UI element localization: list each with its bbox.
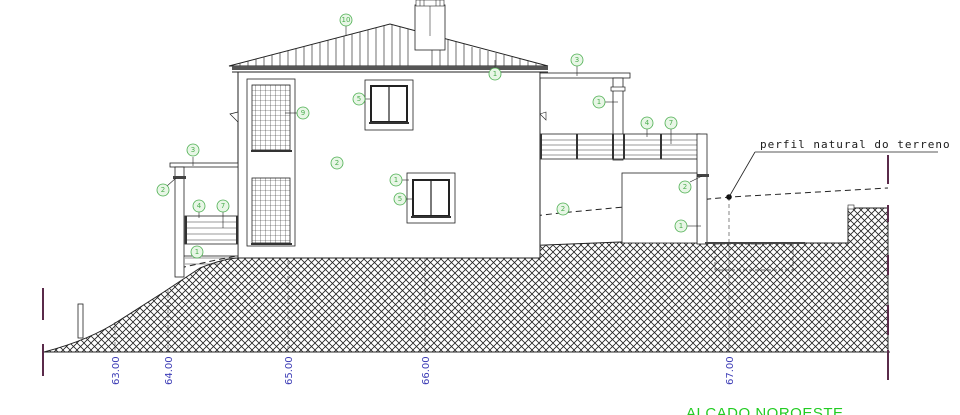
tag-2-gutter-left: 2 (156, 183, 170, 197)
terrain-profile-annotation: perfil natural do terreno (726, 138, 950, 200)
eave-bracket (229, 111, 239, 123)
tag-4-right: 4 (640, 116, 654, 130)
svg-text:9: 9 (301, 109, 305, 117)
tag-10: 10 (339, 13, 353, 27)
level-label-66: 66.00 (421, 356, 432, 385)
svg-text:7: 7 (221, 202, 225, 210)
level-labels: 63.00 64.00 65.00 66.00 67.00 (111, 356, 736, 385)
tag-1-column: 1 (592, 95, 606, 109)
tag-1-lower-window: 1 (389, 173, 403, 187)
level-label-63: 63.00 (111, 356, 122, 385)
fence-post (77, 303, 84, 339)
svg-text:4: 4 (645, 119, 650, 127)
svg-text:2: 2 (561, 205, 565, 213)
tag-9-grille: 9 (296, 106, 310, 120)
tag-1-left-steps: 1 (190, 245, 204, 259)
grilled-window-column (246, 78, 296, 247)
lower-window (406, 172, 456, 224)
tag-5-lower-window: 5 (393, 192, 407, 206)
tag-1-eave: 1 (488, 67, 502, 81)
roof (228, 23, 549, 73)
tag-5-upper-window: 5 (352, 92, 366, 106)
svg-text:2: 2 (161, 186, 165, 194)
svg-text:5: 5 (357, 95, 361, 103)
level-label-64: 64.00 (164, 356, 175, 385)
upper-window (364, 79, 414, 131)
level-label-67: 67.00 (725, 356, 736, 385)
annotation-text: perfil natural do terreno (760, 138, 951, 151)
level-label-65: 65.00 (284, 356, 295, 385)
svg-text:1: 1 (493, 70, 497, 78)
svg-text:3: 3 (575, 56, 579, 64)
tag-4-left: 4 (192, 199, 206, 213)
svg-text:1: 1 (679, 222, 683, 230)
svg-text:10: 10 (342, 16, 351, 24)
section-marks (42, 155, 889, 380)
chimney (414, 0, 446, 51)
tag-7-right: 7 (664, 116, 678, 130)
svg-text:1: 1 (597, 98, 601, 106)
material-tags: 10 1 3 1 4 7 2 1 2 5 9 2 1 5 (156, 13, 703, 259)
terrain-fill (43, 207, 889, 353)
left-porch (169, 162, 239, 278)
right-wing (539, 72, 855, 271)
tag-1-pillar: 1 (674, 219, 688, 233)
svg-text:2: 2 (335, 159, 339, 167)
tag-3-left: 3 (186, 143, 200, 157)
svg-text:1: 1 (195, 248, 199, 256)
tag-7-left: 7 (216, 199, 230, 213)
drawing-title: ALÇADO NOROESTE (686, 405, 844, 415)
tag-2-wall: 2 (330, 156, 344, 170)
tag-2-gutter-right: 2 (678, 180, 692, 194)
svg-text:1: 1 (394, 176, 398, 184)
tag-2-profile: 2 (556, 202, 570, 216)
svg-text:5: 5 (398, 195, 402, 203)
svg-text:7: 7 (669, 119, 673, 127)
svg-text:3: 3 (191, 146, 195, 154)
tag-3-right: 3 (570, 53, 584, 67)
svg-text:4: 4 (197, 202, 202, 210)
svg-text:2: 2 (683, 183, 687, 191)
